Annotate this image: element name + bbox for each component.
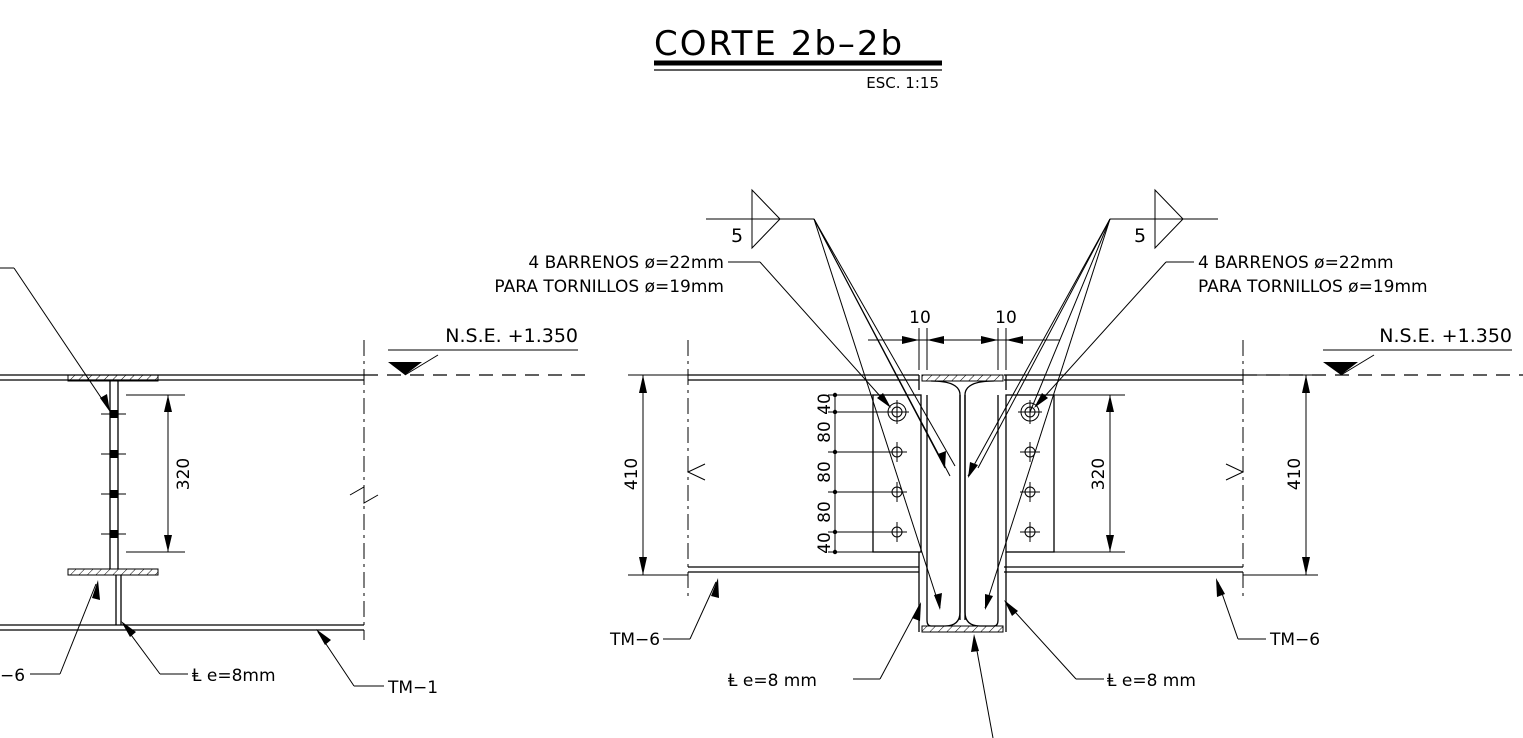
right-detail: 40 80 80 80 40 410 410 320 [494,188,1523,738]
title-block: CORTE 2b–2b ESC. 1:15 [654,24,942,92]
bolt-dim-3: 80 [815,461,835,483]
plate-right-label: Ⱡ e=8 mm [1107,671,1196,691]
bolt-dim-5: 40 [815,532,835,554]
scale-label: ESC. 1:15 [866,74,939,92]
dim-410-left: 410 [622,458,642,490]
bolt-dim-2: 80 [815,421,835,443]
dim-410-right: 410 [1285,458,1305,490]
section-title: CORTE 2b–2b [654,24,904,64]
left-tm6-label: −6 [0,666,25,686]
weld-size-right: 5 [1134,225,1146,247]
dim-320-right: 320 [1089,458,1109,490]
left-nse-label: N.S.E. +1.350 [445,325,578,347]
bolt-dim-4: 80 [815,501,835,523]
weld-symbol-right: 5 [967,188,1218,610]
bolt-dim-1: 40 [815,393,835,415]
holes-right-line2: PARA TORNILLOS ø=19mm [1198,277,1428,297]
gap-dim-left: 10 [909,308,931,328]
bolts-left [885,400,909,542]
weld-symbol-left: 5 [706,188,956,610]
bolts-right [1018,400,1042,542]
right-nse-label: N.S.E. +1.350 [1379,325,1512,347]
tm6-right-label: TM−6 [1269,630,1320,650]
left-tm1-label: TM−1 [387,678,438,698]
weld-size-left: 5 [731,225,743,247]
left-dim-320: 320 [174,458,194,490]
holes-right-line1: 4 BARRENOS ø=22mm [1198,253,1394,273]
plate-left-label: Ⱡ e=8 mm [728,671,817,691]
tm6-left-label: TM−6 [609,630,660,650]
gap-dim-right: 10 [995,308,1017,328]
holes-left-line2: PARA TORNILLOS ø=19mm [494,277,724,297]
left-plate-label: Ⱡ e=8mm [192,666,276,686]
holes-left-line1: 4 BARRENOS ø=22mm [528,253,724,273]
left-detail: 320 N.S.E. +1.350 −6 Ⱡ e=8mm TM−1 [0,267,585,698]
